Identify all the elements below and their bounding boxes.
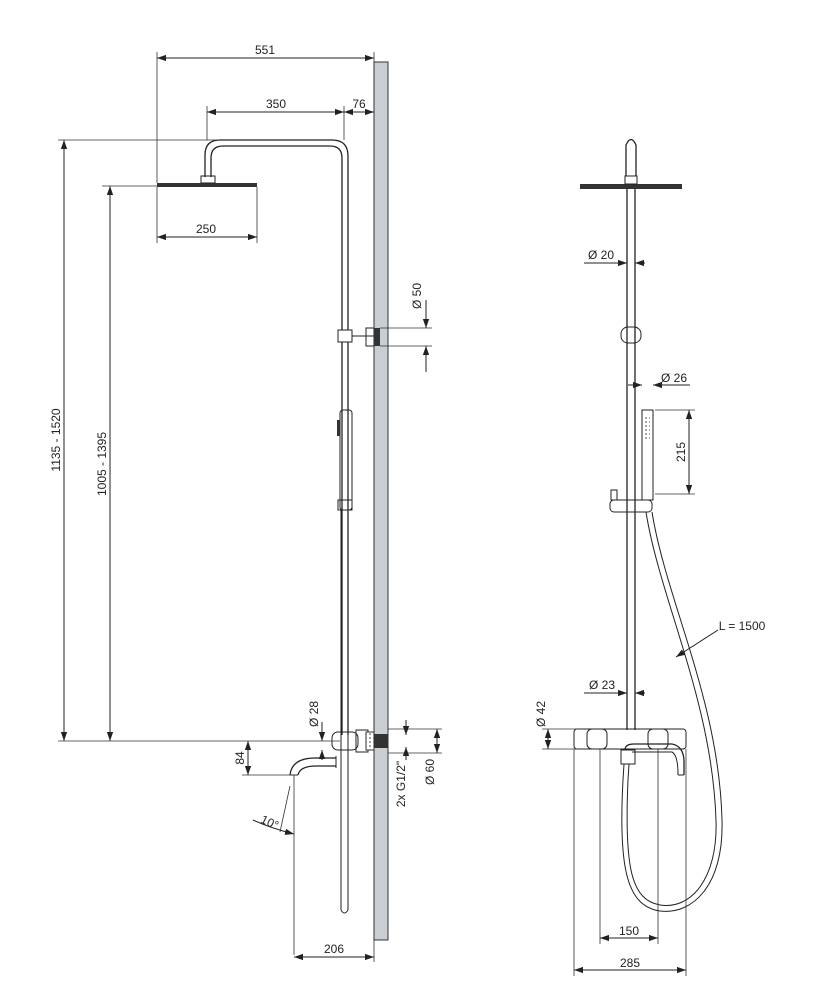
front-thermostatic-mixer <box>573 728 687 776</box>
dim-bracket-diameter: Ø 50 <box>380 283 432 372</box>
shower-hose <box>626 511 717 907</box>
dim-height-range: 1005 - 1395 <box>95 185 157 741</box>
front-view: Ø 20 Ø 26 215 L = 1500 Ø 23 <box>534 138 766 976</box>
dim-label-215: 215 <box>674 442 688 462</box>
dim-label-84: 84 <box>233 751 247 765</box>
bath-spout <box>289 757 336 776</box>
dim-label-d50: Ø 50 <box>410 283 424 309</box>
shower-arm <box>204 139 349 330</box>
dim-label-76: 76 <box>352 97 366 111</box>
dim-label-d28: Ø 28 <box>307 701 321 727</box>
dim-label-l1500: L = 1500 <box>719 619 766 633</box>
dim-hose-length: L = 1500 <box>675 619 766 658</box>
dim-label-d42: Ø 42 <box>534 701 548 727</box>
front-upper-bracket <box>620 326 642 344</box>
dim-arm-length: 350 76 <box>206 97 374 140</box>
dim-label-285: 285 <box>620 956 640 970</box>
dim-pipe-top: Ø 20 <box>584 248 645 267</box>
dim-handshower-length: 215 <box>655 409 695 495</box>
thermostatic-mixer <box>331 729 388 753</box>
dim-total-projection: 551 <box>156 43 375 183</box>
dim-label-250: 250 <box>196 222 216 236</box>
dim-label-350: 350 <box>266 97 286 111</box>
dim-connection-spacing: 150 <box>599 749 659 944</box>
dim-connection: 2x G1/2" Ø 60 <box>388 720 442 807</box>
dim-mixer-height: Ø 42 <box>534 701 578 750</box>
dim-label-d26: Ø 26 <box>661 371 687 385</box>
dim-label-551: 551 <box>255 43 275 57</box>
dim-label-g12: 2x G1/2" <box>394 761 408 807</box>
dim-label-d20: Ø 20 <box>588 248 614 262</box>
dim-label-150: 150 <box>619 924 639 938</box>
front-hand-shower-holder <box>609 499 653 513</box>
upper-wall-bracket <box>337 327 380 347</box>
dim-label-d60: Ø 60 <box>423 759 437 785</box>
dim-mixer-width: 285 <box>573 749 687 976</box>
shower-head <box>157 183 257 187</box>
dim-total-height: 1135 - 1520 <box>49 139 340 742</box>
side-view: 551 350 76 250 1135 - 1520 <box>49 43 442 962</box>
dim-label-206: 206 <box>324 942 344 956</box>
wall <box>373 61 389 941</box>
dim-spout-angle: 10° <box>252 775 295 955</box>
dim-label-1005-1395: 1005 - 1395 <box>95 432 109 496</box>
dim-head-diameter: 250 <box>156 187 258 243</box>
dim-label-1135-1520: 1135 - 1520 <box>49 408 63 471</box>
dim-pipe-bottom: Ø 23 <box>584 678 645 697</box>
dim-mixer-diameter: Ø 28 <box>307 701 326 760</box>
dim-handshower-diameter: Ø 26 <box>628 371 690 389</box>
front-shower-head <box>580 184 682 189</box>
dim-spout-height: 84 <box>233 741 296 776</box>
dim-label-d23: Ø 23 <box>589 678 615 692</box>
dim-spout-projection: 206 <box>294 940 375 962</box>
